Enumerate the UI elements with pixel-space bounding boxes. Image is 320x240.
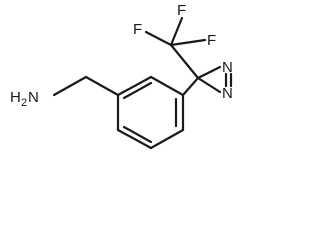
ch2-bond-amine — [52, 75, 88, 97]
diazirine-n-bottom-label: N — [222, 85, 233, 102]
trifluoromethyl-group: F F F — [133, 2, 216, 80]
ring-bond-4 — [149, 128, 185, 150]
amine-subscript: 2 — [21, 97, 27, 109]
structure-diagram: H 2 N N N F F F — [10, 2, 233, 150]
diazirine-bond-c-ntop — [196, 65, 222, 80]
fluorine-top-label: F — [177, 2, 186, 19]
ring-double-bond-inner-1 — [122, 81, 153, 100]
amine-h-label: H — [10, 89, 21, 106]
ring-double-bond-inner-3 — [122, 125, 153, 144]
amine-n-label: N — [28, 89, 39, 106]
c-to-cf3-bond — [169, 43, 200, 80]
amine-group: H 2 N — [10, 89, 39, 109]
cf3-f-top-bond — [169, 16, 184, 47]
cf3-f-left-bond — [144, 30, 173, 47]
ring-bond-2 — [149, 75, 185, 97]
diazirine-n-top-label: N — [222, 59, 233, 76]
ch2-bond-ring — [84, 75, 120, 97]
fluorine-left-label: F — [133, 21, 142, 38]
cf3-f-right-bond — [169, 38, 207, 47]
ring-bond-1 — [116, 75, 153, 97]
diazirine-ring: N N — [196, 59, 233, 102]
diazirine-bond-c-nbottom — [196, 76, 222, 94]
benzene-ring — [116, 75, 185, 150]
ring-to-diazirine-bond — [181, 76, 200, 97]
ring-bond-5 — [116, 128, 153, 150]
fluorine-right-label: F — [207, 32, 216, 49]
